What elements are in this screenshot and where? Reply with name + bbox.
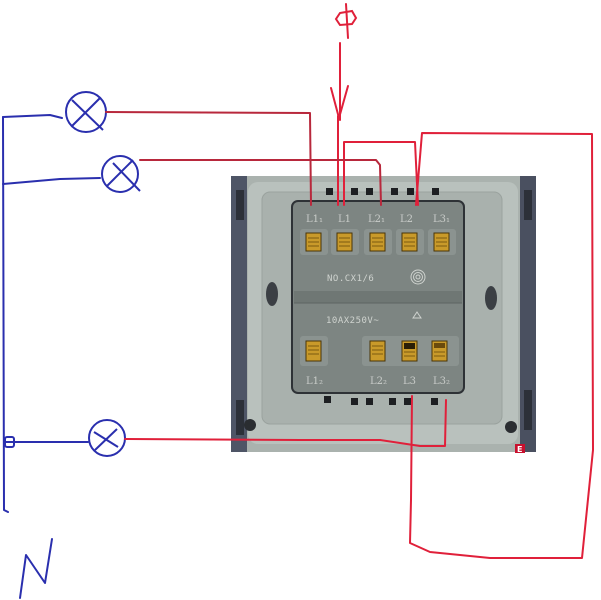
L1-to-L2-bridge bbox=[343, 141, 419, 206]
terminal-top-3 bbox=[364, 229, 392, 255]
lamp-1-to-L1-1 bbox=[105, 111, 312, 206]
right-mount-slot bbox=[485, 286, 497, 310]
bottom-vent-holes bbox=[324, 396, 438, 405]
body-divider-ridge bbox=[294, 291, 462, 303]
neutral-wiring bbox=[2, 114, 101, 513]
terminal-top-4 bbox=[396, 229, 424, 255]
rating-text: 10AX250V~ bbox=[326, 316, 379, 326]
terminal-label-L2-1: L2₁ bbox=[368, 214, 385, 225]
terminal-label-L3-2: L3₂ bbox=[433, 376, 450, 387]
left-mount-slot bbox=[266, 282, 278, 306]
lamp-2 bbox=[101, 155, 141, 193]
neutral-to-lamp-2 bbox=[2, 177, 101, 185]
terminal-bottom-4 bbox=[431, 340, 448, 362]
bottom-terminals bbox=[300, 336, 459, 366]
switch-module: L1₁ L1 L2₁ L2 L3₁ NO.CX1/6 10AX250V~ bbox=[231, 176, 536, 454]
watermark-letter: E bbox=[517, 445, 522, 454]
neutral-junction bbox=[4, 436, 15, 448]
lamp-3-circle-icon bbox=[88, 419, 126, 457]
neutral-to-lamp-1 bbox=[2, 114, 63, 119]
terminal-label-L3: L3 bbox=[403, 376, 416, 387]
loop-wire bbox=[409, 132, 594, 559]
backplate-left-edge bbox=[231, 176, 247, 452]
lamp-1 bbox=[65, 91, 107, 133]
right-clip-top bbox=[524, 190, 532, 220]
terminal-label-L1-2: L1₂ bbox=[306, 376, 323, 387]
lamp-3 bbox=[88, 419, 126, 457]
left-clip-bottom bbox=[236, 400, 244, 435]
neutral-label-N bbox=[19, 538, 53, 599]
backplate-right-edge bbox=[520, 176, 536, 452]
watermark-badge bbox=[515, 444, 525, 453]
left-clip-top bbox=[236, 190, 244, 220]
terminal-top-1 bbox=[300, 229, 328, 255]
top-terminal-labels: L1₁ L1 L2₁ L2 L3₁ bbox=[306, 214, 450, 225]
lamp-3-to-L3-2 bbox=[124, 399, 447, 447]
neutral-bus bbox=[2, 116, 9, 513]
recycle-icon bbox=[412, 311, 422, 319]
bottom-terminal-labels: L1₂ L2₂ L3 L3₂ bbox=[306, 376, 450, 387]
terminal-top-2 bbox=[331, 229, 359, 255]
screw-hole-left bbox=[244, 419, 256, 431]
terminal-label-L2-2: L2₂ bbox=[370, 376, 387, 387]
screw-hole-right bbox=[505, 421, 517, 433]
terminal-bottom-1 bbox=[300, 336, 328, 366]
right-clip-bottom bbox=[524, 390, 532, 430]
lamp-2-to-L2-1 bbox=[139, 159, 382, 206]
terminal-label-L3-1: L3₁ bbox=[433, 214, 450, 225]
top-vent-holes bbox=[326, 188, 439, 195]
ccc-certification-icon bbox=[410, 269, 426, 285]
terminal-bottom-3 bbox=[401, 340, 418, 362]
top-terminals bbox=[300, 229, 456, 255]
terminal-bottom-2 bbox=[369, 340, 386, 362]
live-wiring bbox=[105, 42, 594, 559]
terminal-top-5 bbox=[428, 229, 456, 255]
terminal-label-L2: L2 bbox=[400, 214, 413, 225]
lamp-2-circle-icon bbox=[101, 155, 139, 193]
model-number-text: NO.CX1/6 bbox=[327, 274, 374, 284]
terminal-label-L1: L1 bbox=[338, 214, 351, 225]
phase-symbol bbox=[334, 3, 358, 39]
terminal-label-L1-1: L1₁ bbox=[306, 214, 323, 225]
